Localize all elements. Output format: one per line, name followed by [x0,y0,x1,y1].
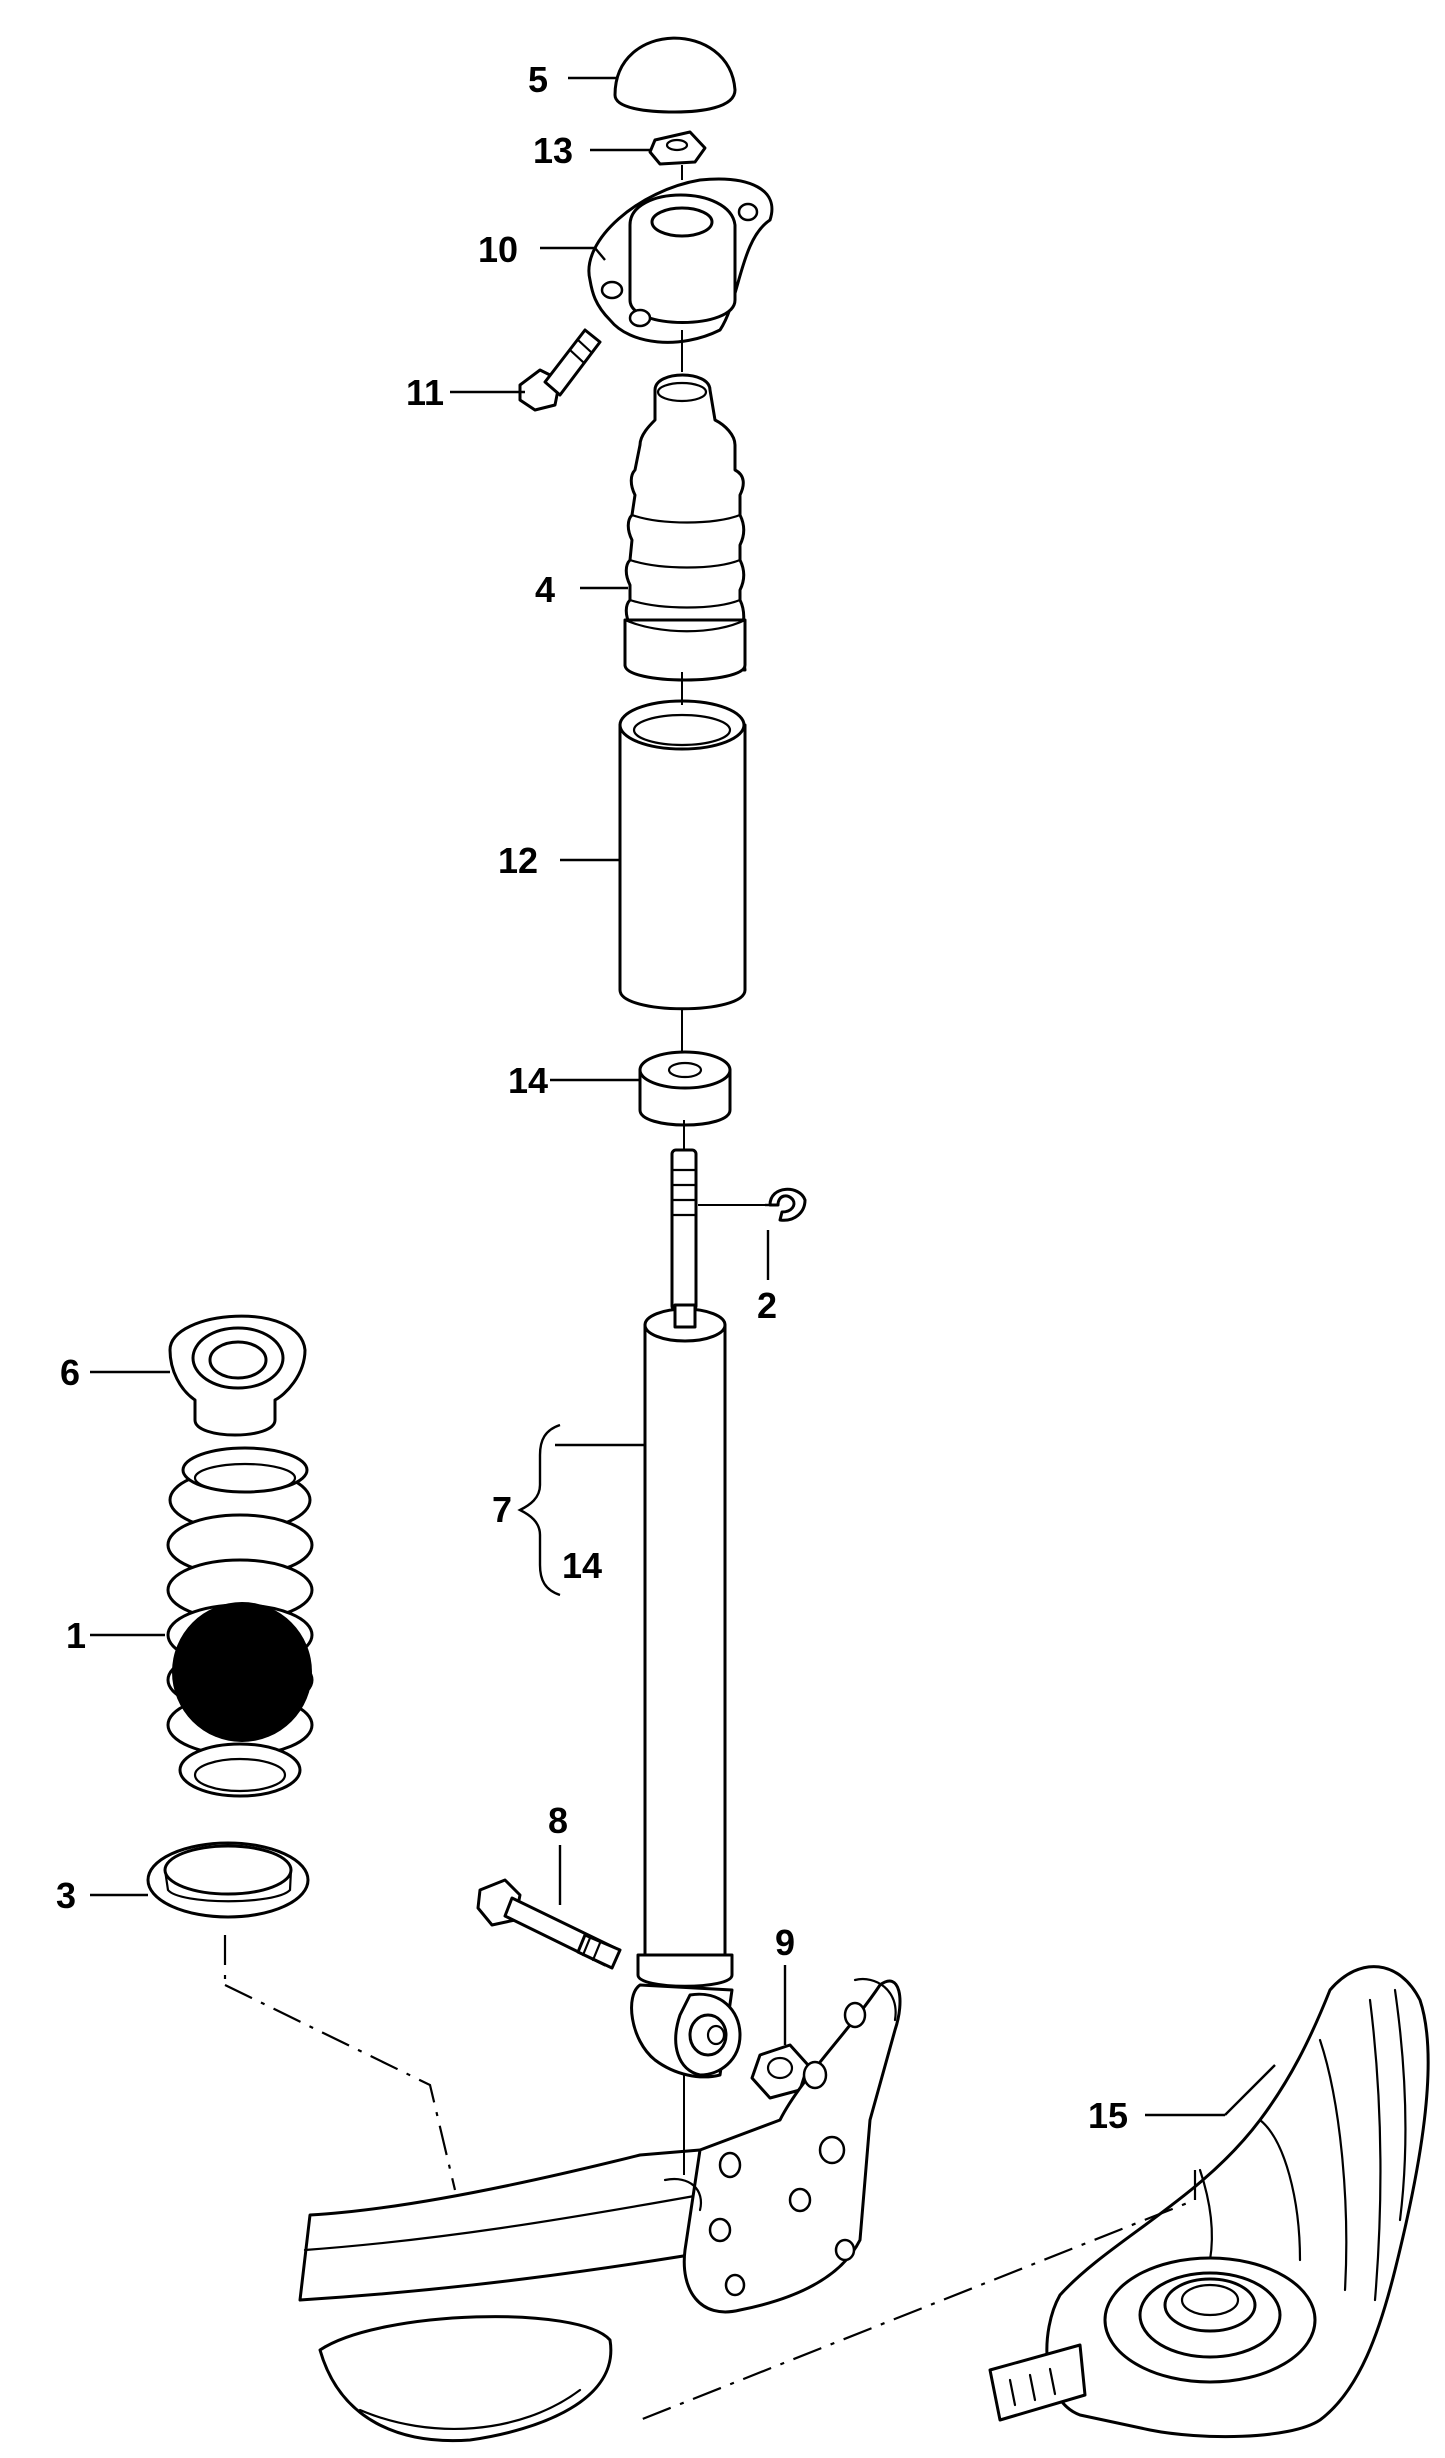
redaction-dot [172,1602,312,1742]
lower-spring-seat [146,1841,310,1919]
leader-lines [90,76,1276,2117]
rear-axle-beam [298,1977,902,2443]
callout-11: 11 [406,372,444,413]
strut-mount [587,177,774,344]
callout-5: 5 [528,59,548,100]
callout-8: 8 [548,1800,568,1841]
shock-lower-eye [630,1983,742,2079]
callout-10: 10 [478,229,518,270]
circlip [768,1187,807,1222]
top-nut [648,130,707,166]
callout-9: 9 [775,1922,795,1963]
callout-15: 15 [1088,2095,1128,2136]
callout-labels: 5 13 10 11 4 12 14 2 6 7 14 1 8 3 9 15 [56,59,1128,2136]
shock-absorber [636,1148,734,1988]
lower-bolt [476,1878,622,1970]
callout-14-kit: 14 [562,1545,602,1586]
protective-tube [618,699,747,1011]
callout-12: 12 [498,840,538,881]
callout-6: 6 [60,1352,80,1393]
mount-bolt [518,328,602,412]
bump-stop [623,373,747,682]
callout-1: 1 [66,1615,86,1656]
assembly-axis-lines [223,165,1197,2422]
rubber-buffer [638,1050,732,1127]
wheel-housing-liner [988,1965,1430,2439]
callout-3: 3 [56,1875,76,1916]
callout-4: 4 [535,569,555,610]
callout-13: 13 [533,130,573,171]
upper-spring-seat [168,1314,307,1437]
callout-2: 2 [757,1285,777,1326]
callout-14-buffer: 14 [508,1060,548,1101]
dust-cap [613,36,737,114]
callout-7: 7 [492,1489,512,1530]
